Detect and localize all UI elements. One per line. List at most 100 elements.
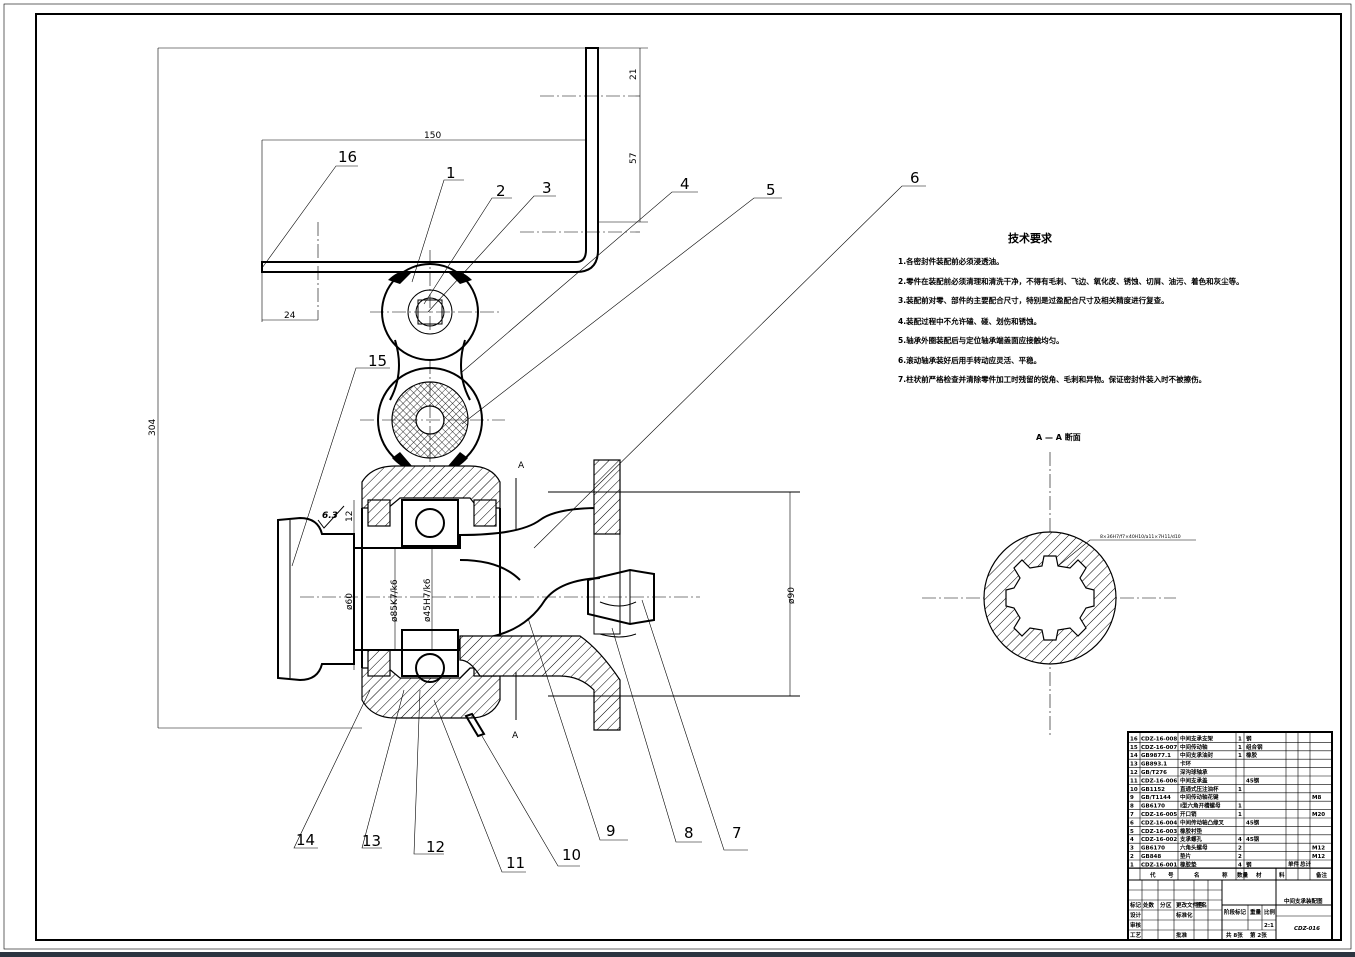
drawing-number: CDZ-016 <box>1294 926 1320 932</box>
bom-cell: 13 <box>1130 762 1138 768</box>
dim-57: 57 <box>629 153 639 164</box>
bom-cell: GB893.1 <box>1141 762 1167 768</box>
bom-cell: CDZ-16-002 <box>1141 837 1177 843</box>
label-zone-1: 分 <box>1160 901 1166 909</box>
bom-cell: 3 <box>1130 846 1134 852</box>
tech-item-2: 2.零件在装配前必须清理和清洗干净，不得有毛刺、飞边、氧化皮、锈蚀、切屑、油污、… <box>898 276 1244 286</box>
label-stage: 阶段标记 <box>1224 908 1247 916</box>
section-marker-bottom: A <box>512 731 519 741</box>
bom-cell: 9 <box>1130 795 1134 801</box>
hdr-mat-1: 材 <box>1256 871 1262 879</box>
bom-cell: M20 <box>1312 812 1325 818</box>
bom-cell: 中间支承支架 <box>1180 734 1214 742</box>
bom-cell: 中间支承盖 <box>1180 776 1208 784</box>
dim-150: 150 <box>424 131 441 141</box>
bom-cell: 2 <box>1130 854 1134 860</box>
bom-cell: 钢 <box>1246 860 1252 868</box>
bom-cell: 六角头螺母 <box>1180 844 1208 852</box>
bom-cell: 11 <box>1130 778 1138 784</box>
tech-item-3: 3.装配前对零、部件的主要配合尺寸，特别是过盈配合尺寸及相关精度进行复查。 <box>898 295 1169 305</box>
bom-cell: 10 <box>1130 787 1138 793</box>
label-review: 审核 <box>1130 921 1142 929</box>
hdr-total: 总计 <box>1300 860 1312 868</box>
label-zone-2: 区 <box>1166 901 1172 909</box>
bom-cell: 12 <box>1130 770 1138 776</box>
label-mark: 标记 <box>1129 901 1142 909</box>
dim-45: ø45H7/k6 <box>423 578 433 622</box>
taskbar-strip <box>0 952 1355 957</box>
bom-cell: 深沟球轴承 <box>1180 768 1208 776</box>
title-block-headers: 代 号 名 称 数量 材 料 单件 总计 备注 标记 处数 分 区 更改文件号 … <box>1129 860 1328 939</box>
bom-cell: 中间传动轴 <box>1180 743 1208 751</box>
dimension-lines <box>157 47 791 729</box>
bom-cell: 橡胶垫 <box>1180 860 1197 868</box>
balloon-3: 3 <box>542 179 552 197</box>
bom-cell: 中间传动轴凸缘叉 <box>1180 818 1225 826</box>
bom-cell: 橡胶 <box>1246 751 1258 759</box>
tech-item-5: 5.轴承外圈装配后与定位轴承端盖面应接触均匀。 <box>898 335 1064 345</box>
balloon-10: 10 <box>562 846 581 864</box>
bom-cell: GB9877.1 <box>1141 753 1171 759</box>
bill-of-materials <box>1127 731 1333 941</box>
dim-304: 304 <box>148 419 158 436</box>
label-change: 更改文件号 <box>1176 901 1204 909</box>
dim-90: ø90 <box>787 587 797 604</box>
tech-item-7: 7.柱状前严格检查并清除零件加工时残留的锐角、毛刺和异物。保证密封件装入时不被擦… <box>898 374 1206 384</box>
hdr-remark: 备注 <box>1315 871 1328 879</box>
main-view <box>261 47 800 738</box>
tech-item-4: 4.装配过程中不允许磕、碰、划伤和锈蚀。 <box>898 316 1041 326</box>
bom-cell: 1 <box>1238 804 1242 810</box>
bom-cell: 1 <box>1238 812 1242 818</box>
bom-cell: 8 <box>1130 804 1134 810</box>
balloon-8: 8 <box>684 824 694 842</box>
bom-cell: CDZ-16-003 <box>1141 829 1177 835</box>
bom-cell: CDZ-16-007 <box>1141 745 1177 751</box>
bom-cell: 6 <box>1130 820 1134 826</box>
hdr-unit: 单件 <box>1288 860 1300 868</box>
balloon-13: 13 <box>362 832 381 850</box>
balloon-4: 4 <box>680 175 690 193</box>
label-weight: 重量 <box>1250 908 1262 916</box>
bom-cell: 1 <box>1238 753 1242 759</box>
hdr-name-1: 名 <box>1194 871 1200 879</box>
bom-cell: CDZ-16-004 <box>1141 820 1177 826</box>
balloon-12: 12 <box>426 838 445 856</box>
balloon-9: 9 <box>606 822 616 840</box>
dim-21: 21 <box>629 69 639 80</box>
bom-cell: 2 <box>1238 854 1242 860</box>
tech-item-1: 1.各密封件装配前必须浸透油。 <box>898 256 1004 266</box>
bom-cell: 7 <box>1130 812 1134 818</box>
bom-cell: CDZ-16-008 <box>1141 736 1177 742</box>
bom-cell: 直通式压注油杯 <box>1180 785 1219 793</box>
balloon-15: 15 <box>368 352 387 370</box>
bom-cell: 1 <box>1238 745 1242 751</box>
section-marker-top: A <box>518 461 525 471</box>
bom-cell: 1 <box>1238 787 1242 793</box>
tech-item-6: 6.滚动轴承装好后用手转动应灵活、平稳。 <box>898 355 1041 365</box>
bom-cell: CDZ-16-005 <box>1141 812 1177 818</box>
bom-cell: 中间传动轴花键 <box>1180 793 1219 801</box>
balloon-6: 6 <box>910 169 920 187</box>
dim-60: ø60 <box>345 593 355 610</box>
technical-requirements: 技术要求 1.各密封件装配前必须浸透油。 2.零件在装配前必须清理和清洗干净，不… <box>898 231 1244 384</box>
hdr-code-1: 代 <box>1149 871 1156 879</box>
label-sheet-no: 第 2张 <box>1250 931 1267 939</box>
balloon-2: 2 <box>496 182 506 200</box>
bom-cell: 支承螺孔 <box>1179 835 1203 843</box>
bom-cell: 45钢 <box>1246 835 1260 843</box>
label-sheets-total: 共 8张 <box>1226 931 1243 939</box>
hdr-mat-2: 料 <box>1279 871 1285 879</box>
scale-value: 2:1 <box>1264 923 1274 929</box>
section-a-a: A — A 断面 8×36H7/f7×40H10/a11×7H11/d10 <box>922 432 1196 736</box>
balloon-14: 14 <box>296 831 315 849</box>
hdr-name-2: 称 <box>1222 871 1228 879</box>
drawing-name: 中间支承装配图 <box>1284 897 1323 905</box>
bom-cell: 15 <box>1130 745 1138 751</box>
roughness-symbol: 6.3 <box>322 511 338 521</box>
dim-12: 12 <box>345 511 355 522</box>
bom-cell: 2 <box>1238 846 1242 852</box>
bom-cell: 垫片 <box>1180 852 1192 860</box>
bom-cell: 组合钢 <box>1246 743 1263 751</box>
bom-cell: CDZ-16-001 <box>1141 862 1177 868</box>
